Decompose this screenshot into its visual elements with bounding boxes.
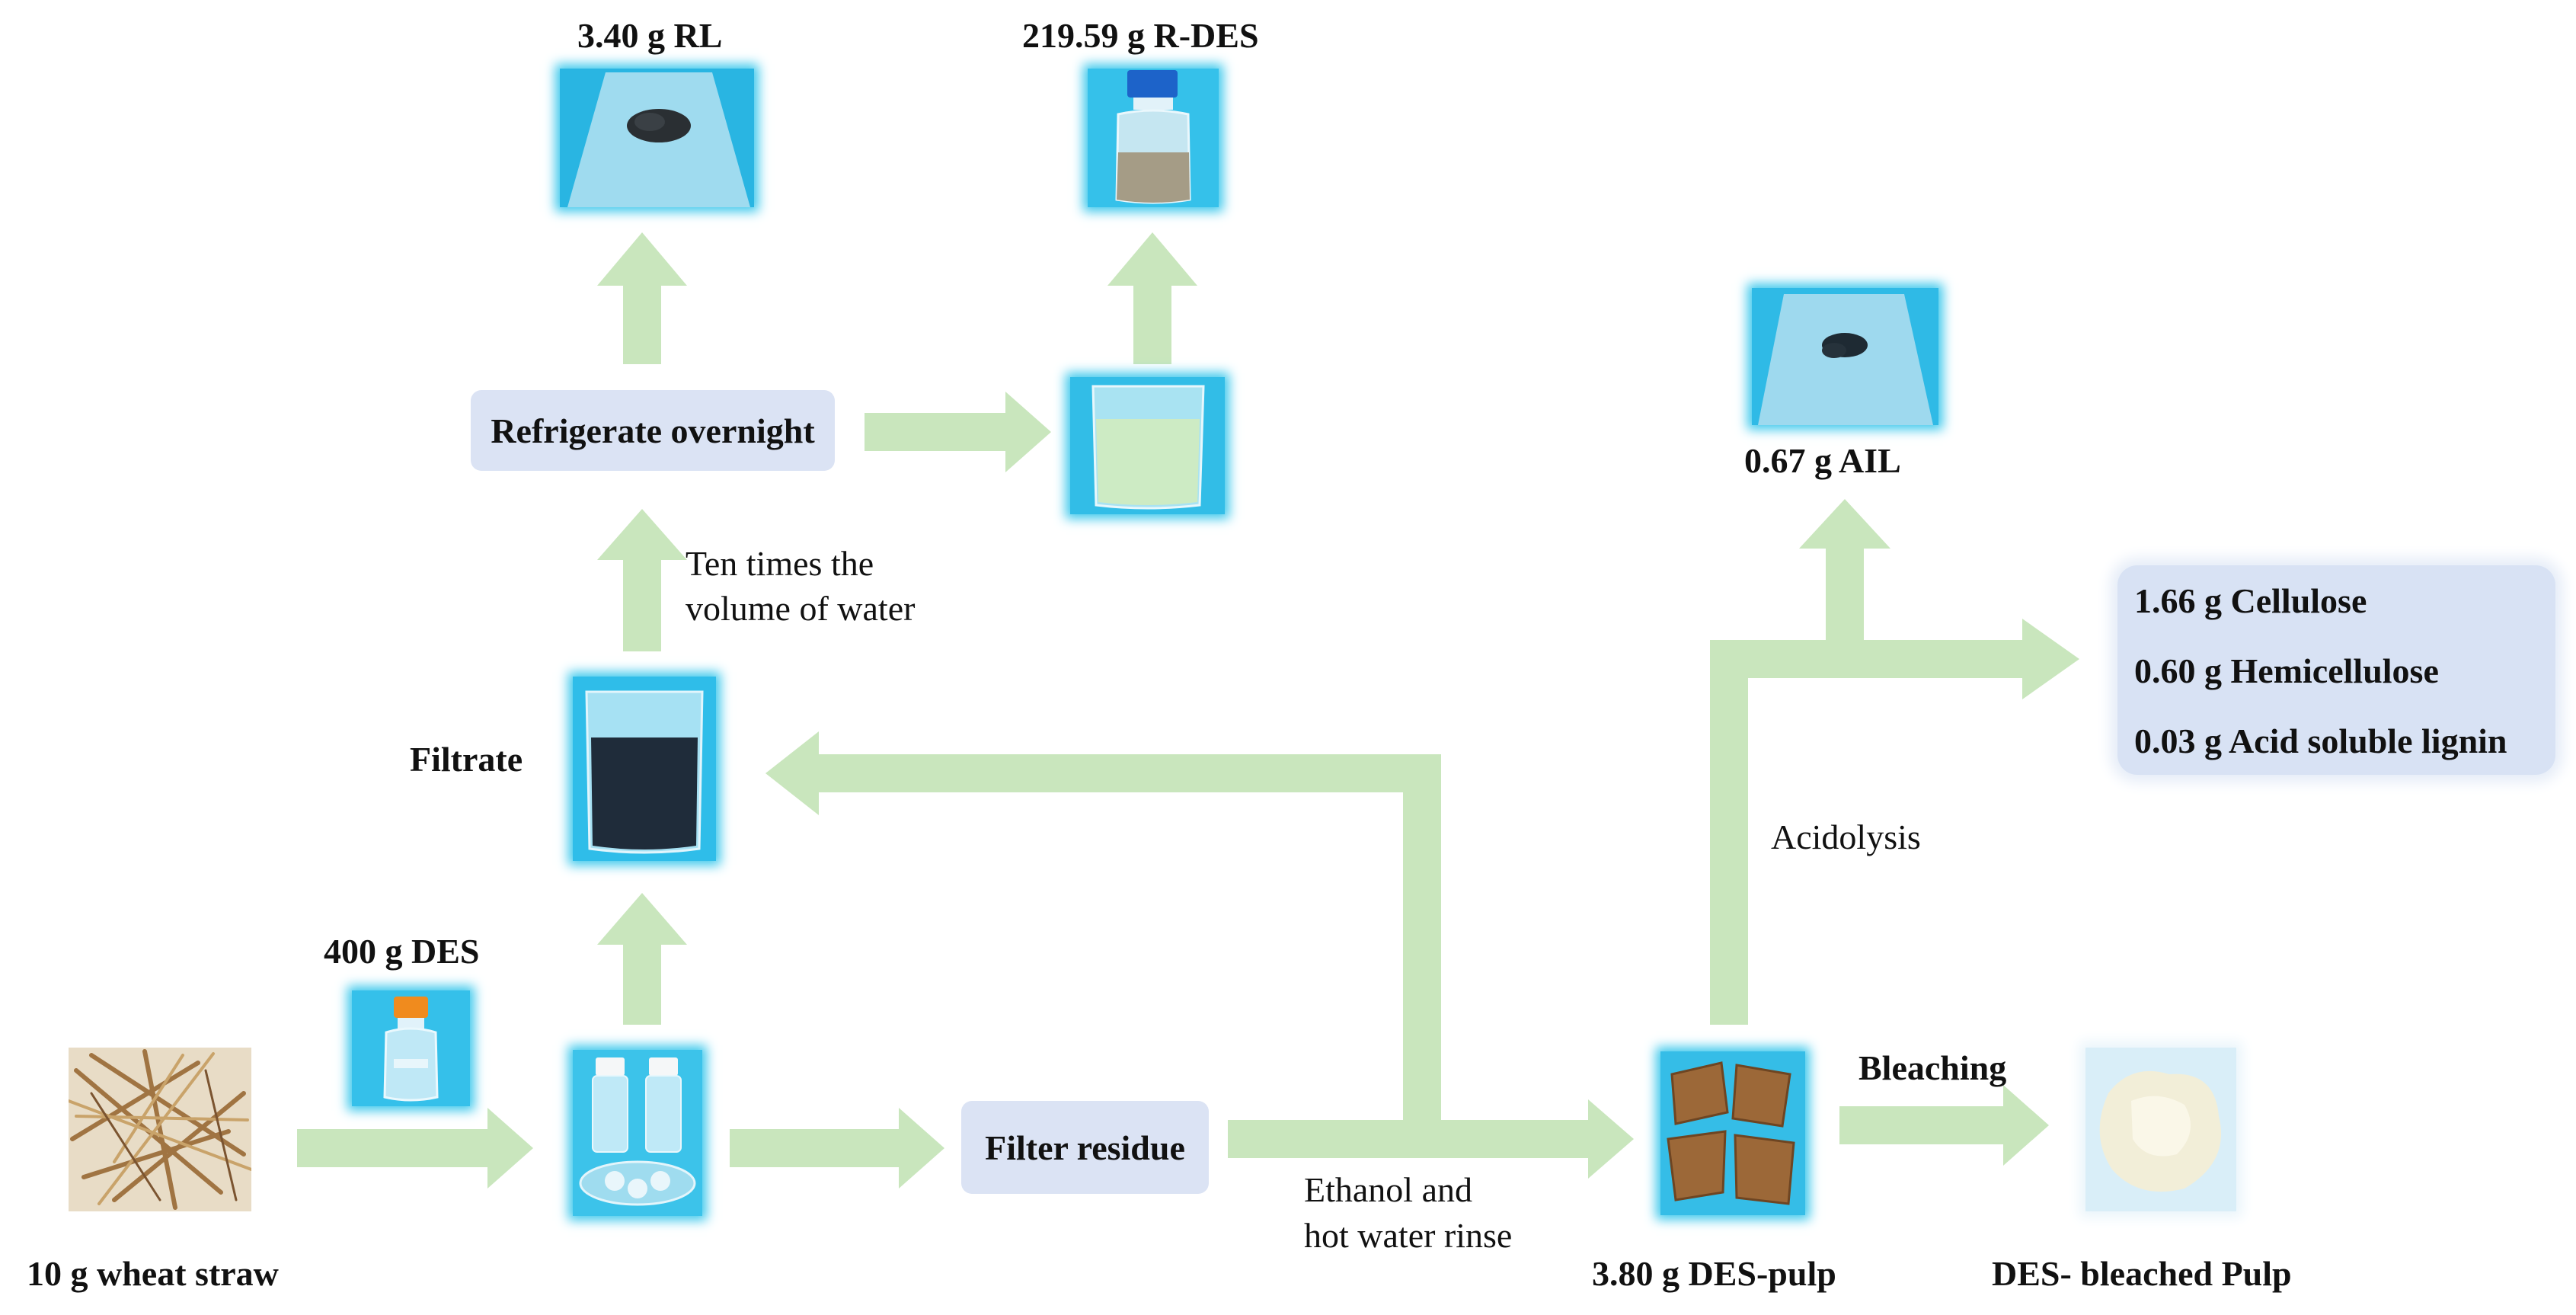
arrow-reactor-to-residue — [730, 1108, 944, 1189]
arrow-refrigerate-to-rl — [597, 232, 687, 364]
arrow-refrigerate-to-beaker — [865, 392, 1051, 472]
arrow-acidolysis-to-ail — [1799, 499, 1890, 644]
arrow-filtrate-to-refrigerate — [597, 509, 687, 651]
water-label-line2: volume of water — [686, 589, 916, 628]
acidolysis-label: Acidolysis — [1771, 817, 1921, 856]
arrow-beaker-to-rdes — [1107, 232, 1197, 364]
acid-soluble-lignin-text: 0.03 g Acid soluble lignin — [2134, 721, 2507, 760]
arrow-rinse-loop-body — [819, 754, 1441, 792]
hemicellulose-text: 0.60 g Hemicellulose — [2134, 651, 2439, 690]
arrow-reactor-to-filtrate — [597, 893, 687, 1025]
ail-label: 0.67 g AIL — [1744, 441, 1901, 480]
arrow-acidolysis-vertical — [1710, 678, 1748, 1025]
bleached-pulp-photo — [2085, 1048, 2236, 1211]
des-pulp-label: 3.80 g DES-pulp — [1592, 1254, 1836, 1293]
rl-powder-photo — [560, 69, 754, 207]
wheat-straw-label: 10 g wheat straw — [27, 1254, 279, 1293]
des-label: 400 g DES — [324, 932, 480, 971]
arrow-rinse-loop — [765, 752, 1441, 1120]
rdes-label: 219.59 g R-DES — [1022, 16, 1259, 55]
arrow-residue-to-pulp — [1228, 1099, 1634, 1179]
des-bottle-photo — [352, 990, 470, 1106]
arrow-acidolysis-branch-right — [1710, 619, 2079, 699]
wheat-straw-photo — [69, 1048, 251, 1211]
ail-photo — [1752, 288, 1938, 425]
bleaching-label: Bleaching — [1858, 1048, 2007, 1087]
beaker-photo — [1070, 377, 1225, 514]
filter-residue-box: Filter residue — [961, 1101, 1209, 1194]
cellulose-text: 1.66 g Cellulose — [2134, 581, 2367, 620]
arrow-bleaching — [1839, 1085, 2049, 1166]
reactor-photo — [573, 1050, 702, 1216]
water-label-line1: Ten times the — [686, 544, 874, 583]
bleached-pulp-label: DES- bleached Pulp — [1992, 1254, 2292, 1293]
arrow-rinse-loop-head — [765, 731, 819, 815]
des-pulp-photo — [1660, 1051, 1805, 1215]
rinse-label-line1: Ethanol and — [1304, 1170, 1472, 1209]
refrigerate-box: Refrigerate overnight — [471, 390, 835, 471]
filtrate-beaker-photo — [573, 677, 716, 861]
rl-label: 3.40 g RL — [577, 16, 723, 55]
filtrate-label: Filtrate — [410, 740, 523, 779]
arrow-straw-to-reactor — [297, 1108, 533, 1189]
composition-box: 1.66 g Cellulose 0.60 g Hemicellulose 0.… — [2117, 565, 2555, 775]
rinse-label-line2: hot water rinse — [1304, 1216, 1513, 1255]
rdes-bottle-photo — [1088, 69, 1219, 207]
